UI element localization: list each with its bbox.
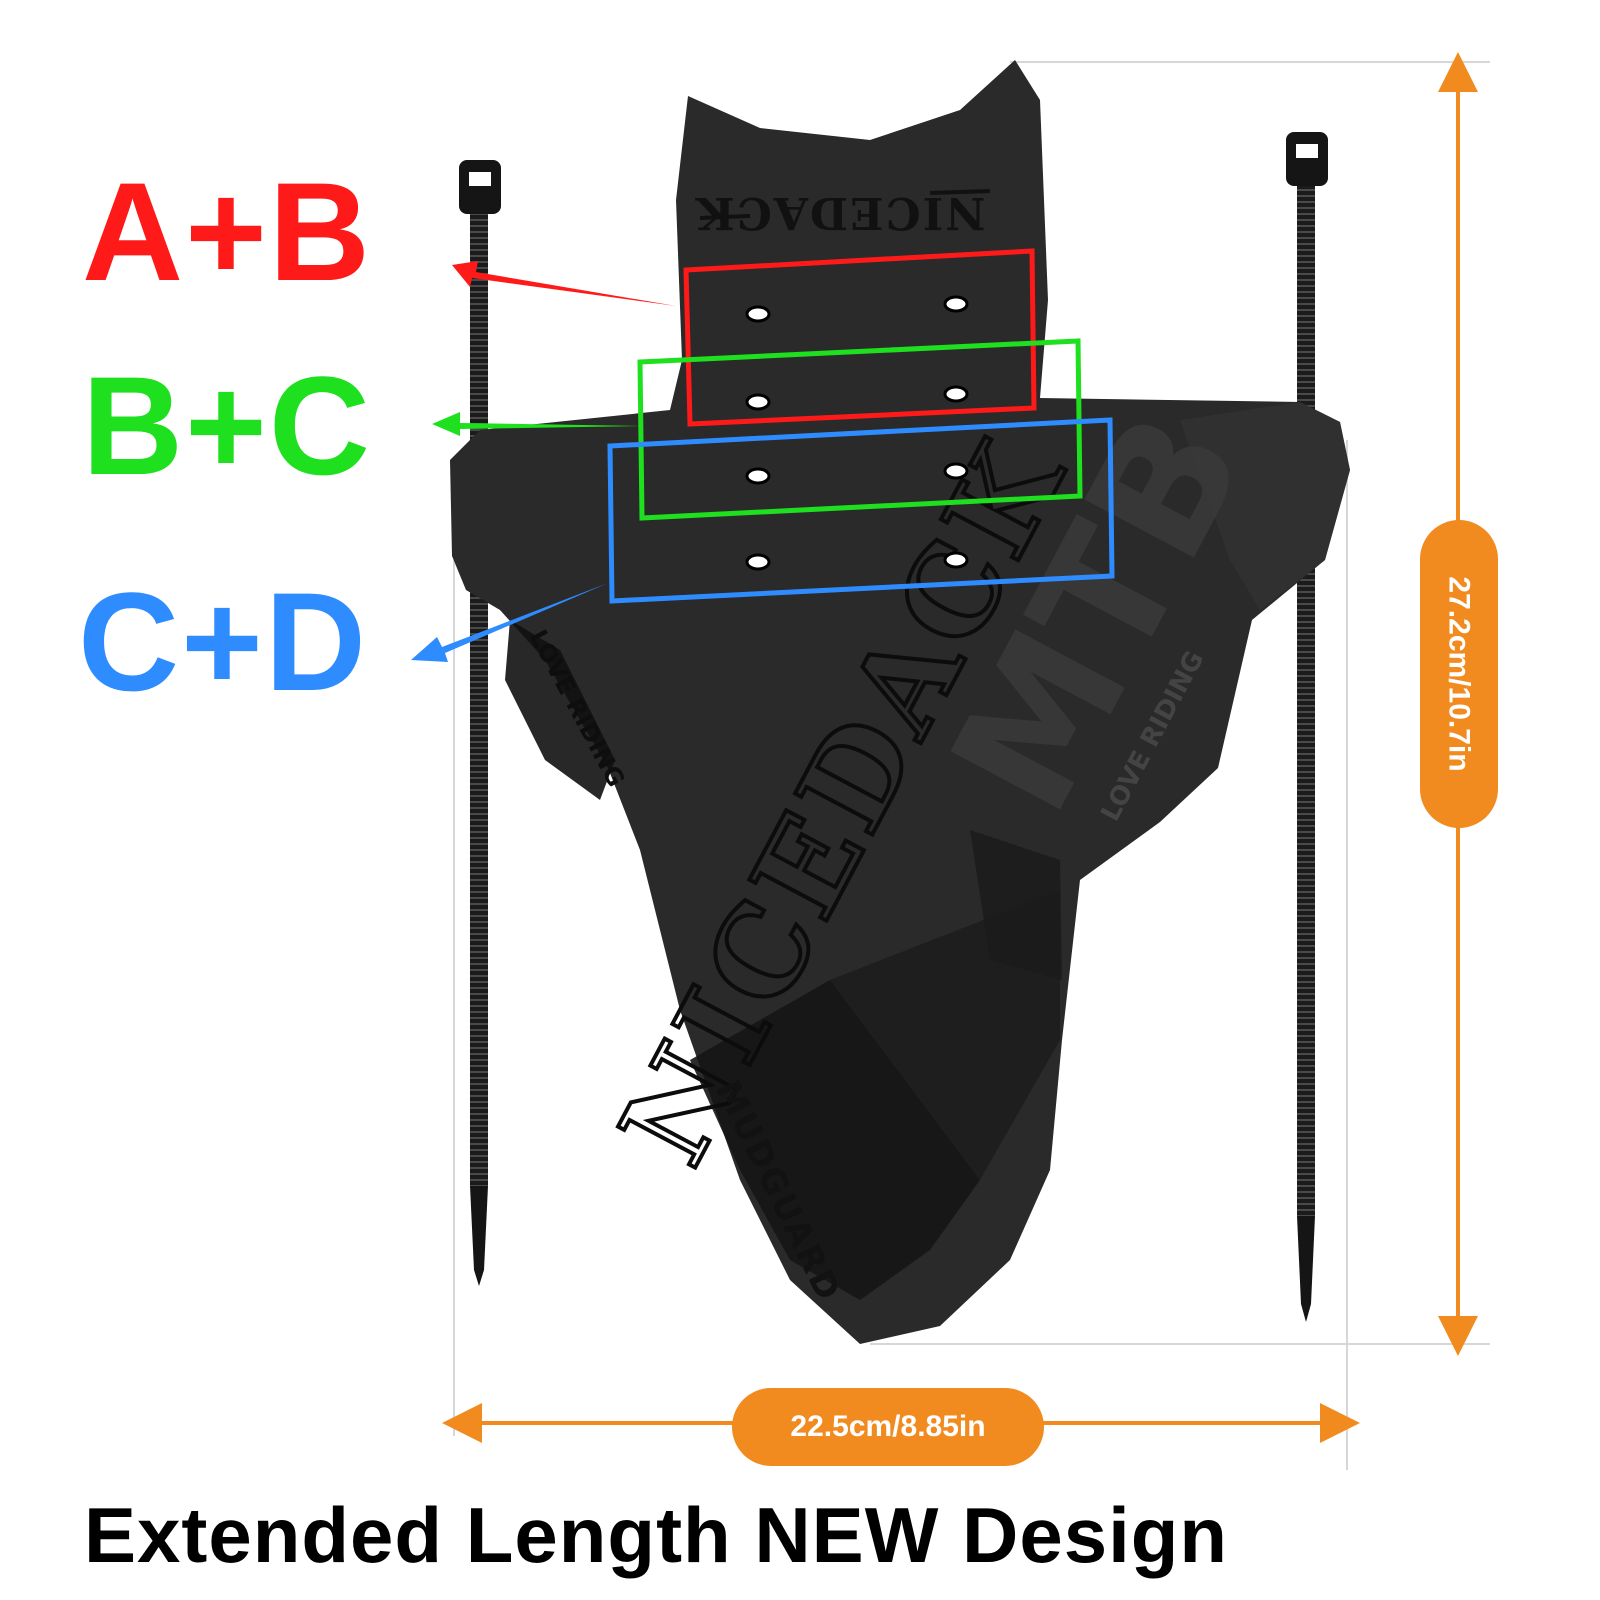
mount-label-ab: A+B — [82, 153, 372, 310]
arrow-bc — [432, 412, 645, 436]
mount-label-bc: B+C — [82, 347, 372, 504]
width-dimension-text: 22.5cm/8.85in — [790, 1410, 986, 1443]
height-dimension-badge: 27.2cm/10.7in — [1420, 520, 1498, 828]
width-dimension-badge: 22.5cm/8.85in — [732, 1388, 1044, 1466]
height-dimension-text: 27.2cm/10.7in — [1443, 576, 1477, 772]
position-box-ab — [683, 248, 1037, 427]
arrow-ab — [452, 261, 676, 306]
mounting-slots — [745, 295, 969, 571]
dimension-guides — [453, 61, 1490, 1470]
position-box-bc — [637, 338, 1083, 521]
arrow-cd — [411, 583, 608, 662]
svg-text:NICEDACK: NICEDACK — [695, 187, 986, 238]
mount-label-cd: C+D — [78, 563, 368, 720]
mudguard-image: NICEDACK NICEDACK MTB LOVE RIDING LOVE R… — [450, 60, 1350, 1344]
cable-tie-icon — [1286, 132, 1328, 1322]
cable-tie-icon — [459, 160, 501, 1286]
position-box-cd — [607, 417, 1115, 604]
headline: Extended Length NEW Design — [84, 1491, 1229, 1579]
